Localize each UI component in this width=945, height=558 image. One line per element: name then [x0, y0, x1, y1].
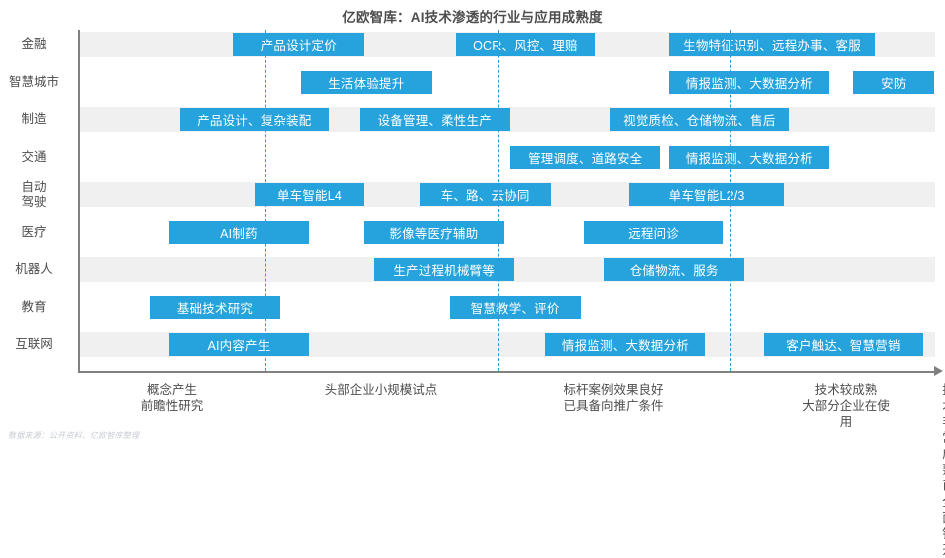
x-axis-stage-label-1: 概念产生前瞻性研究 — [141, 382, 204, 414]
bar-制造-2[interactable]: 设备管理、柔性生产 — [359, 108, 510, 131]
x-axis-stage-label-line: 头部企业小规模试点 — [324, 383, 438, 397]
y-axis-label-line: 医疗 — [21, 224, 47, 239]
y-axis-label-line: 驾驶 — [21, 195, 47, 209]
x-axis-labels: 概念产生前瞻性研究 头部企业小规模试点 标杆案例效果良好已具备向推广条件 技术较成熟大… — [80, 382, 945, 557]
bar-互联网-3[interactable]: 客户触达、智慧营销 — [763, 333, 924, 356]
x-axis-stage-label-line: 技术较成熟 — [814, 383, 878, 397]
x-axis-line — [78, 371, 935, 373]
bar-互联网-1[interactable]: AI内容产生 — [169, 333, 309, 356]
y-axis-label-自动驾驶: 自动驾驶 — [0, 180, 68, 210]
bar-智慧城市-3[interactable]: 安防 — [853, 70, 935, 94]
bar-制造-3[interactable]: 视觉质检、仓储物流、售后 — [609, 108, 790, 131]
x-axis-stage-label-line: 概念产生 — [146, 383, 198, 397]
y-axis-label-互联网: 互联网 — [0, 337, 68, 352]
bar-教育-1[interactable]: 基础技术研究 — [149, 295, 281, 319]
bar-教育-2[interactable]: 智慧教学、评价 — [449, 295, 581, 319]
bar-智慧城市-2[interactable]: 情报监测、大数据分析 — [669, 70, 830, 94]
x-axis-stage-label-4: 技术较成熟大部分企业在使用 — [802, 382, 891, 430]
bar-金融-1[interactable]: 产品设计定价 — [233, 33, 365, 56]
bar-制造-1[interactable]: 产品设计、复杂装配 — [179, 108, 330, 131]
bar-医疗-2[interactable]: 影像等医疗辅助 — [364, 220, 504, 244]
y-axis-label-line: 制造 — [21, 112, 47, 126]
y-axis-label-line: 互联网 — [15, 337, 53, 351]
x-axis-stage-label-2: 头部企业小规模试点 — [325, 382, 438, 398]
y-axis-label-金融: 金融 — [0, 37, 68, 52]
bar-机器人-1[interactable]: 生产过程机械臂等 — [374, 258, 514, 281]
bar-机器人-2[interactable]: 仓储物流、服务 — [604, 258, 744, 281]
chart-plot-wrapper: 金融智慧城市制造交通自动驾驶医疗机器人教育互联网 产品设计定价 OCR、风控、理赔… — [0, 30, 945, 557]
bar-金融-3[interactable]: 生物特征识别、远程办事、客服 — [669, 33, 875, 56]
y-axis-label-line: 交通 — [21, 149, 47, 164]
x-axis-stage-label-line: 标杆案例效果良好 — [563, 383, 664, 397]
bar-交通-2[interactable]: 情报监测、大数据分析 — [669, 145, 830, 169]
y-axis-labels: 金融智慧城市制造交通自动驾驶医疗机器人教育互联网 — [0, 30, 78, 370]
y-axis-label-机器人: 机器人 — [0, 262, 68, 277]
x-axis-stage-label-line: 已具备向推广条件 — [563, 399, 664, 413]
bar-自动驾驶-3[interactable]: 单车智能L2/3 — [629, 183, 784, 206]
bar-交通-1[interactable]: 管理调度、道路安全 — [510, 145, 661, 169]
bar-金融-2[interactable]: OCR、风控、理赔 — [455, 33, 596, 56]
stage-divider-1 — [264, 30, 266, 371]
bar-自动驾驶-1[interactable]: 单车智能L4 — [254, 183, 365, 206]
bar-自动驾驶-2[interactable]: 车、路、云协同 — [419, 183, 551, 206]
y-axis-line — [78, 30, 80, 371]
source-note: 数据来源：公开资料、亿欧智库整理 — [8, 431, 140, 440]
y-axis-label-line: 自动 — [21, 180, 47, 194]
bar-医疗-1[interactable]: AI制药 — [169, 220, 309, 244]
stage-divider-3 — [729, 30, 731, 371]
x-axis-stage-label-line: 前瞻性研究 — [140, 399, 204, 413]
y-axis-label-line: 机器人 — [15, 262, 53, 276]
x-axis-stage-label-3: 标杆案例效果良好已具备向推广条件 — [563, 382, 663, 414]
x-axis-arrow-icon — [934, 366, 943, 376]
bar-智慧城市-1[interactable]: 生活体验提升 — [300, 70, 432, 94]
y-axis-label-line: 教育 — [21, 299, 47, 314]
page-title: 亿欧智库：AI技术渗透的行业与应用成熟度 — [342, 10, 603, 25]
x-axis-stage-label-line: 大部分企业在使用 — [802, 399, 890, 429]
y-axis-label-制造: 制造 — [0, 112, 68, 127]
y-axis-label-智慧城市: 智慧城市 — [0, 75, 68, 90]
bar-互联网-2[interactable]: 情报监测、大数据分析 — [545, 333, 706, 356]
stage-divider-2 — [497, 30, 499, 371]
y-axis-label-医疗: 医疗 — [0, 225, 68, 240]
y-axis-label-教育: 教育 — [0, 300, 68, 315]
y-axis-label-交通: 交通 — [0, 150, 68, 165]
y-axis-label-line: 金融 — [21, 37, 47, 51]
bar-医疗-3[interactable]: 远程问诊 — [583, 220, 724, 244]
y-axis-label-line: 智慧城市 — [8, 74, 59, 89]
